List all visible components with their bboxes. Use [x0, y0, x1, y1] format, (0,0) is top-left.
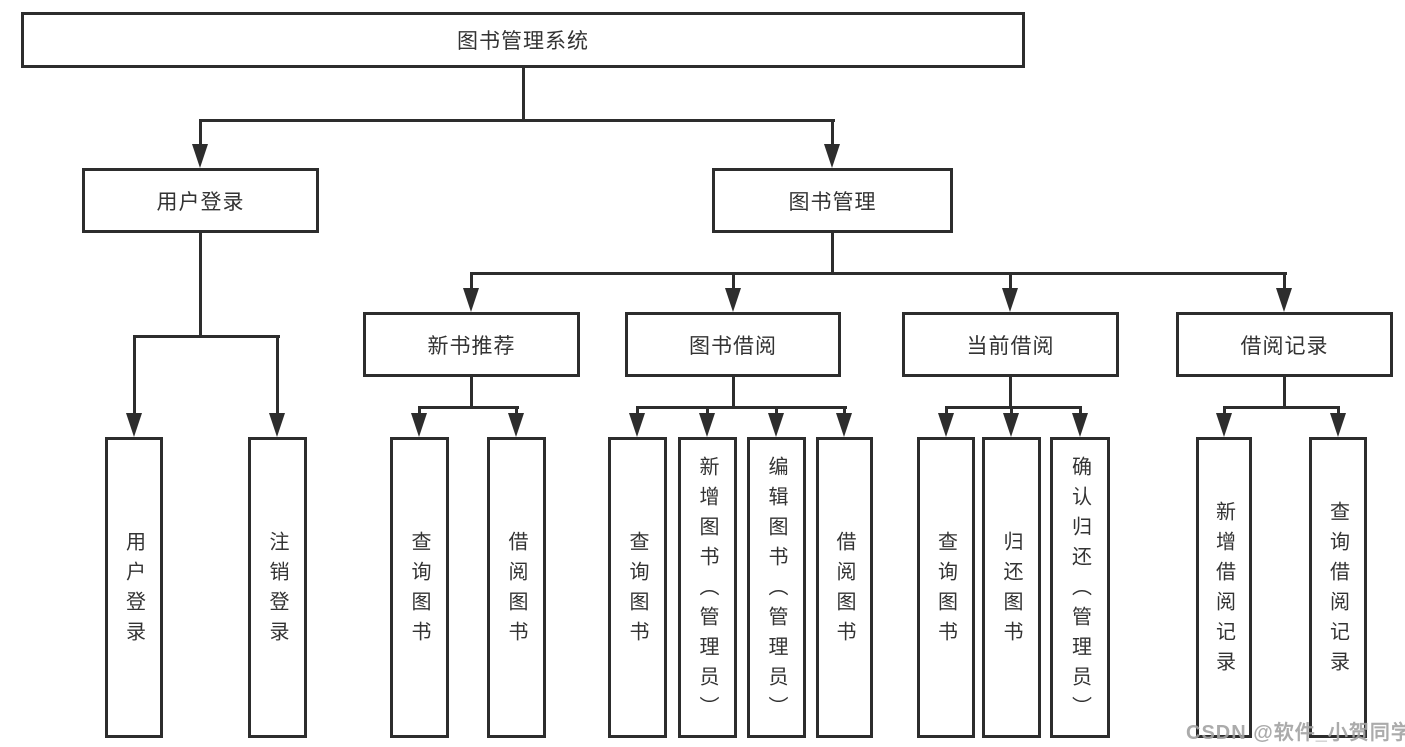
- arrow-down-icon: [938, 413, 954, 437]
- connector: [636, 407, 639, 416]
- arrow-down-icon: [824, 144, 840, 168]
- node-new-book-recommend: 新书推荐: [363, 312, 580, 377]
- connector-root-stem: [522, 68, 525, 120]
- connector: [775, 407, 778, 416]
- arrow-down-icon: [1216, 413, 1232, 437]
- connector-borrow-stem: [732, 377, 735, 408]
- arrow-down-icon: [629, 413, 645, 437]
- connector: [1079, 407, 1082, 416]
- connector: [515, 407, 518, 416]
- leaf-logout: 注销登录: [248, 437, 307, 738]
- arrow-down-icon: [126, 413, 142, 437]
- leaf-borrow-borrow: 借阅图书: [816, 437, 873, 738]
- connector: [706, 407, 709, 416]
- connector-current-stem: [1009, 377, 1012, 408]
- connector: [1283, 273, 1286, 291]
- node-borrow-records: 借阅记录: [1176, 312, 1393, 377]
- connector-records-bar: [1223, 406, 1340, 409]
- arrow-down-icon: [699, 413, 715, 437]
- connector: [276, 336, 279, 416]
- connector: [1337, 407, 1340, 416]
- connector: [418, 407, 421, 416]
- arrow-down-icon: [768, 413, 784, 437]
- connector-bookmgmt-stem: [831, 233, 834, 274]
- leaf-current-confirm-admin: 确认归还（管理员）: [1050, 437, 1110, 738]
- leaf-current-query: 查询图书: [917, 437, 975, 738]
- connector-borrow-bar: [636, 406, 847, 409]
- connector-userlogin-bar: [133, 335, 280, 338]
- arrow-down-icon: [1003, 413, 1019, 437]
- connector: [1010, 407, 1013, 416]
- leaf-borrow-add-admin: 新增图书（管理员）: [678, 437, 737, 738]
- node-current-borrow: 当前借阅: [902, 312, 1119, 377]
- connector-newbooks-stem: [470, 377, 473, 408]
- connector: [843, 407, 846, 416]
- connector-newbooks-bar: [418, 406, 519, 409]
- connector: [199, 120, 202, 147]
- connector: [1223, 407, 1226, 416]
- node-book-management: 图书管理: [712, 168, 953, 233]
- node-user-login: 用户登录: [82, 168, 319, 233]
- connector: [470, 273, 473, 291]
- connector-userlogin-stem: [199, 233, 202, 337]
- leaf-borrow-edit-admin: 编辑图书（管理员）: [747, 437, 806, 738]
- arrow-down-icon: [836, 413, 852, 437]
- leaf-newbooks-borrow: 借阅图书: [487, 437, 546, 738]
- node-root: 图书管理系统: [21, 12, 1025, 68]
- arrow-down-icon: [508, 413, 524, 437]
- connector-level2-bar: [199, 119, 835, 122]
- connector: [831, 120, 834, 147]
- leaf-user-login: 用户登录: [105, 437, 163, 738]
- watermark: CSDN @软件_小贺同学: [1186, 722, 1405, 744]
- leaf-newbooks-query: 查询图书: [390, 437, 449, 738]
- connector: [945, 407, 948, 416]
- node-book-borrow: 图书借阅: [625, 312, 841, 377]
- arrow-down-icon: [269, 413, 285, 437]
- arrow-down-icon: [192, 144, 208, 168]
- connector: [1009, 273, 1012, 291]
- arrow-down-icon: [411, 413, 427, 437]
- arrow-down-icon: [1276, 288, 1292, 312]
- leaf-current-return: 归还图书: [982, 437, 1041, 738]
- connector: [133, 336, 136, 416]
- arrow-down-icon: [463, 288, 479, 312]
- leaf-records-query: 查询借阅记录: [1309, 437, 1367, 738]
- arrow-down-icon: [725, 288, 741, 312]
- connector-current-bar: [945, 406, 1082, 409]
- arrow-down-icon: [1072, 413, 1088, 437]
- leaf-records-add: 新增借阅记录: [1196, 437, 1252, 738]
- connector: [732, 273, 735, 291]
- leaf-borrow-query: 查询图书: [608, 437, 667, 738]
- connector-records-stem: [1283, 377, 1286, 408]
- connector-level3-bar: [470, 272, 1287, 275]
- arrow-down-icon: [1002, 288, 1018, 312]
- arrow-down-icon: [1330, 413, 1346, 437]
